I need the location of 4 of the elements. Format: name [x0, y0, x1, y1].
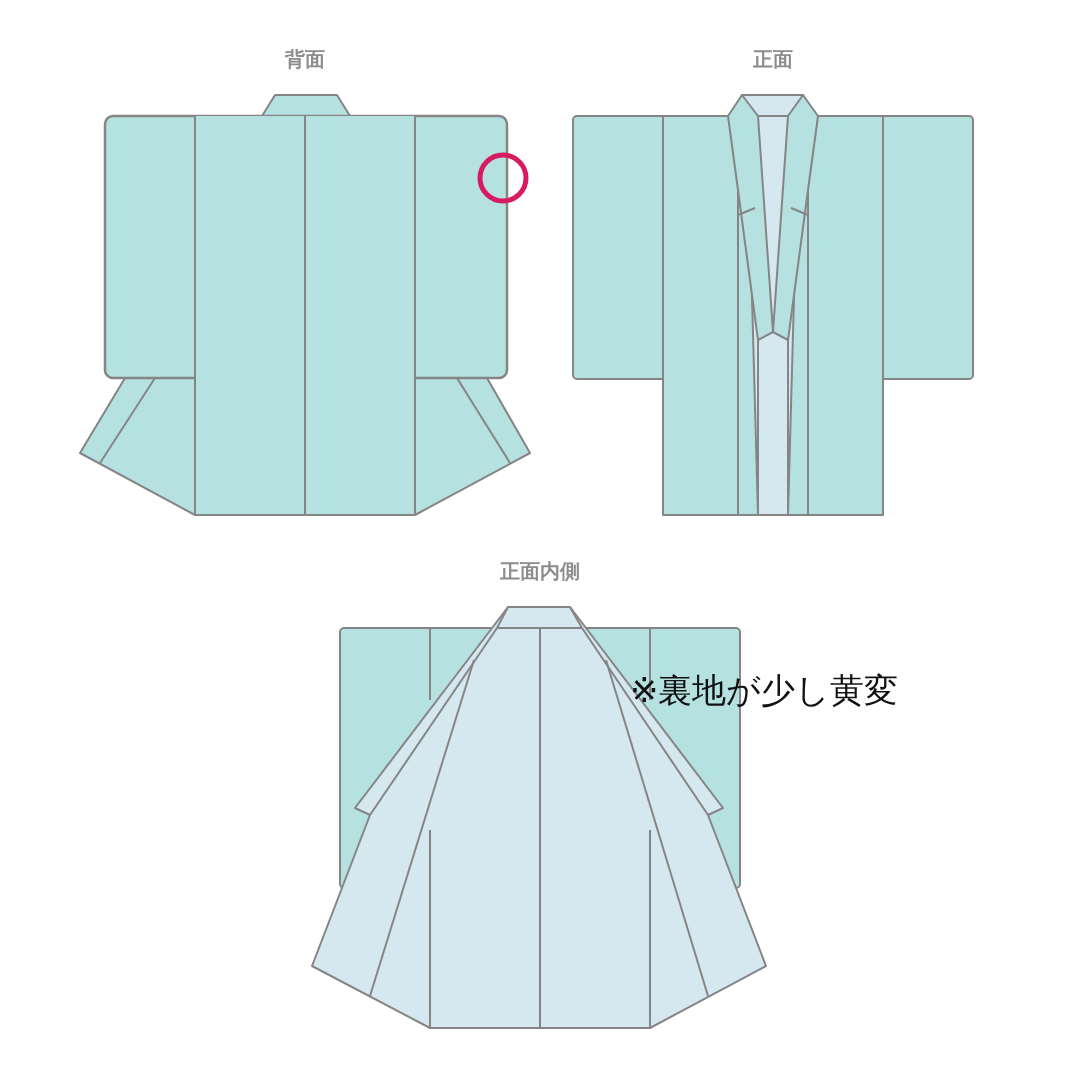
- note-text: ※裏地が少し黄変: [630, 669, 899, 712]
- view-title: 正面: [753, 46, 793, 73]
- view-title: 背面: [285, 46, 325, 73]
- view-title: 正面内側: [500, 558, 580, 585]
